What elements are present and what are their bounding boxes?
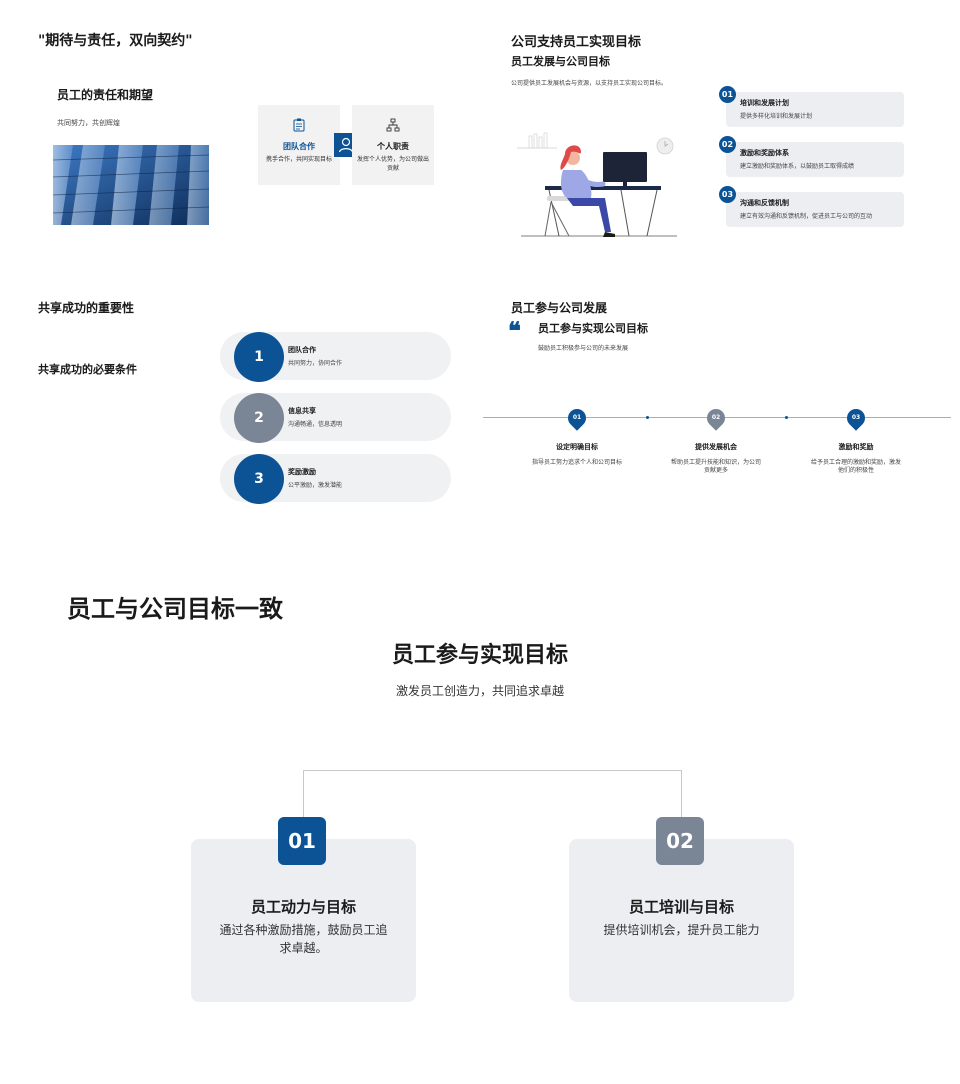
slide2-description: 公司提供员工发展机会与资源，以支持员工实现公司目标。 <box>511 80 668 87</box>
item-title: 培训和发展计划 <box>740 99 789 107</box>
goal-card: 员工动力与目标 通过各种激励措施，鼓励员工追求卓越。 <box>191 839 416 1002</box>
goal-card: 员工培训与目标 提供培训机会，提升员工能力 <box>569 839 794 1002</box>
step-desc: 给予员工合理的激励和奖励，激发他们的积极性 <box>811 459 902 474</box>
card-personal-duty: 个人职责 发挥个人优势，为公司做出贡献 <box>352 105 434 185</box>
slide2-subtitle: 员工发展与公司目标 <box>511 55 610 68</box>
slide3-subtitle: 共享成功的必要条件 <box>38 363 137 376</box>
connector-line <box>303 770 682 820</box>
card-title: 员工培训与目标 <box>628 898 734 916</box>
item-desc: 建立有效沟通和反馈机制，促进员工与公司的互动 <box>740 213 873 220</box>
list-item: 沟通和反馈机制 建立有效沟通和反馈机制，促进员工与公司的互动 <box>726 192 904 227</box>
item-number: 2 <box>234 393 284 443</box>
slide2-title: 公司支持员工实现目标 <box>511 35 642 50</box>
list-item: 激励和奖励体系 建立激励和奖励体系，以鼓励员工取得成绩 <box>726 142 904 177</box>
item-title: 团队合作 <box>288 346 316 354</box>
list-item: 2 信息共享 沟通畅通，信息透明 <box>220 393 451 443</box>
slide3-title: 共享成功的重要性 <box>38 301 135 315</box>
slide4-title: 员工参与公司发展 <box>511 301 608 315</box>
item-desc: 提供多样化培训和发展计划 <box>740 113 813 120</box>
slide5-title: 员工与公司目标一致 <box>67 595 283 623</box>
step-title: 激励和奖励 <box>838 443 874 451</box>
item-desc: 共同努力，协同合作 <box>288 360 343 367</box>
timeline-badge: 02 <box>703 405 729 431</box>
building-photo <box>53 145 209 225</box>
item-desc: 建立激励和奖励体系，以鼓励员工取得成绩 <box>740 163 855 170</box>
card-title: 员工动力与目标 <box>250 898 356 916</box>
step-desc: 帮助员工提升技能和知识，为公司贡献更多 <box>671 459 762 474</box>
list-item: 培训和发展计划 提供多样化培训和发展计划 <box>726 92 904 127</box>
timeline-dot <box>785 416 788 419</box>
step-title: 提供发展机会 <box>695 443 737 451</box>
card-number-badge: 02 <box>656 817 704 865</box>
quote-icon: ❝ <box>508 316 521 345</box>
list-item: 3 奖励激励 公平激励，激发潜能 <box>220 454 451 504</box>
clipboard-icon <box>258 117 340 133</box>
hierarchy-icon <box>352 117 434 133</box>
item-title: 信息共享 <box>288 407 316 415</box>
slide4-description: 鼓励员工积极参与公司的未来发展 <box>538 345 629 352</box>
card-team-cooperation: 团队合作 携手合作，共同实现目标 <box>258 105 340 185</box>
item-desc: 沟通畅通，信息透明 <box>288 421 343 428</box>
item-badge: 03 <box>719 186 736 203</box>
item-badge: 02 <box>719 136 736 153</box>
item-badge: 01 <box>719 86 736 103</box>
item-number: 1 <box>234 332 284 382</box>
card-desc: 通过各种激励措施，鼓励员工追求卓越。 <box>219 923 388 955</box>
card-desc: 提供培训机会，提升员工能力 <box>603 923 760 937</box>
timeline-badge: 03 <box>843 405 869 431</box>
slide1-description: 共同努力，共创辉煌 <box>57 119 120 127</box>
slide5-description: 激发员工创造力，共同追求卓越 <box>395 684 564 698</box>
step-title: 设定明确目标 <box>556 443 598 451</box>
item-title: 沟通和反馈机制 <box>740 199 789 207</box>
item-number: 3 <box>234 454 284 504</box>
slide1-title: "期待与责任，双向契约" <box>38 33 193 49</box>
slide5-subtitle: 员工参与实现目标 <box>391 643 568 668</box>
card-desc: 发挥个人优势，为公司做出贡献 <box>356 156 429 172</box>
card-title: 个人职责 <box>377 142 409 151</box>
timeline-badge: 01 <box>564 405 590 431</box>
card-number-badge: 01 <box>278 817 326 865</box>
timeline-dot <box>646 416 649 419</box>
office-worker-illustration <box>515 128 680 244</box>
item-desc: 公平激励，激发潜能 <box>288 482 343 489</box>
item-title: 奖励激励 <box>288 468 316 476</box>
step-desc: 指导员工努力追求个人和公司目标 <box>532 459 623 466</box>
slide4-subtitle: 员工参与实现公司目标 <box>538 322 648 335</box>
slide1-subtitle: 员工的责任和期望 <box>57 88 154 102</box>
item-title: 激励和奖励体系 <box>740 149 789 157</box>
list-item: 1 团队合作 共同努力，协同合作 <box>220 332 451 382</box>
card-desc: 携手合作，共同实现目标 <box>265 156 332 163</box>
card-title: 团队合作 <box>283 142 315 151</box>
